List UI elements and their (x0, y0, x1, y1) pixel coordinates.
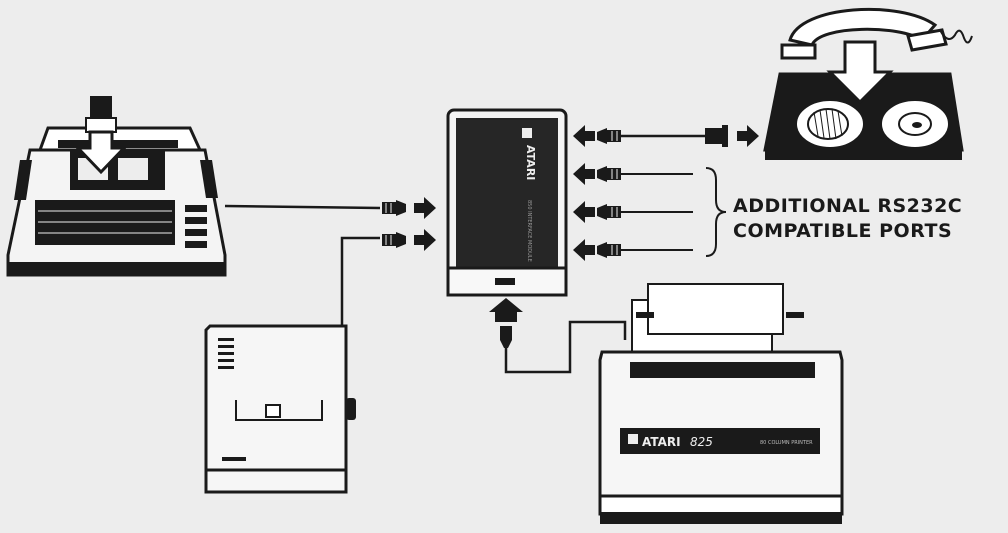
disk-drive-icon (204, 324, 356, 494)
printer-name: 80 COLUMN PRINTER (760, 440, 813, 446)
arrow-icon (489, 298, 523, 322)
plug-icon (500, 326, 512, 348)
arrow-icon (414, 229, 436, 251)
additional-ports-label-line1: ADDITIONAL RS232C (733, 195, 963, 217)
printer-brand: ATARI (642, 435, 681, 449)
arrow-icon (573, 125, 595, 147)
plug-icon (705, 125, 728, 147)
printer-cable (504, 320, 627, 374)
additional-ports-label-line2: COMPATIBLE PORTS (733, 220, 953, 242)
interface-module-icon: ATARI 850 INTERFACE MODULE (446, 108, 568, 297)
interface-brand: ATARI (524, 145, 537, 180)
printer-icon: ATARI 825 80 COLUMN PRINTER (598, 283, 844, 524)
computer-icon (6, 96, 227, 277)
interface-model: 850 INTERFACE MODULE (526, 200, 532, 262)
plug-icon (381, 231, 407, 249)
computer-cable (224, 204, 381, 210)
disk-cable (340, 236, 380, 326)
plug-icon (596, 127, 622, 145)
additional-ports (573, 163, 727, 261)
arrow-icon (414, 197, 436, 219)
telephone-modem-icon (763, 7, 973, 160)
plug-icon (381, 199, 407, 217)
arrow-icon (737, 125, 759, 147)
printer-model: 825 (690, 435, 713, 449)
